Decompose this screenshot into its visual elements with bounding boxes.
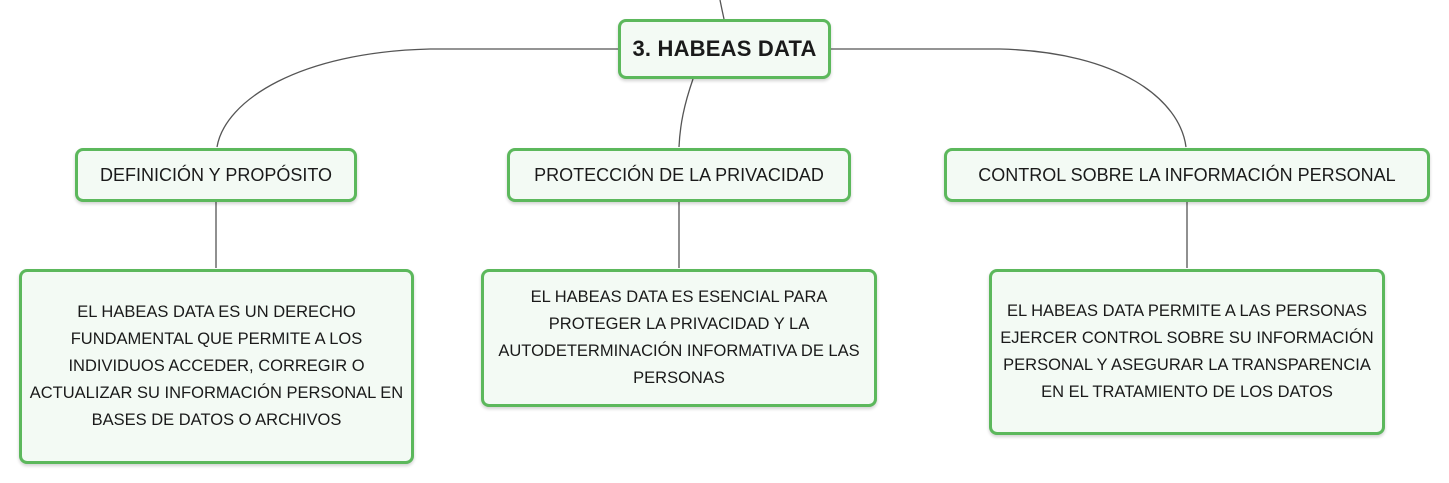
connector-root-to-definicion: [216, 48, 618, 148]
root-topic-label: 3. HABEAS DATA: [632, 36, 817, 61]
detail-node-definicion[interactable]: EL HABEAS DATA ES UN DERECHO FUNDAMENTAL…: [19, 269, 414, 464]
connector-parent-to-root: [719, 0, 725, 20]
branch-label-proteccion: PROTECCIÓN DE LA PRIVACIDAD: [534, 164, 824, 185]
branch-label-definicion: DEFINICIÓN Y PROPÓSITO: [99, 164, 333, 185]
connector-root-to-control: [831, 48, 1187, 148]
detail-text-control: EL HABEAS DATA PERMITE A LAS PERSONAS EJ…: [1000, 302, 1374, 401]
root-topic-node[interactable]: 3. HABEAS DATA: [618, 19, 831, 79]
detail-node-control[interactable]: EL HABEAS DATA PERMITE A LAS PERSONAS EJ…: [989, 269, 1385, 435]
branch-node-definicion[interactable]: DEFINICIÓN Y PROPÓSITO: [75, 148, 357, 202]
detail-node-proteccion[interactable]: EL HABEAS DATA ES ESENCIAL PARA PROTEGER…: [481, 269, 877, 407]
detail-text-definicion: EL HABEAS DATA ES UN DERECHO FUNDAMENTAL…: [29, 303, 404, 429]
detail-text-proteccion: EL HABEAS DATA ES ESENCIAL PARA PROTEGER…: [498, 288, 860, 387]
branch-node-proteccion[interactable]: PROTECCIÓN DE LA PRIVACIDAD: [507, 148, 851, 202]
branch-label-control: CONTROL SOBRE LA INFORMACIÓN PERSONAL: [978, 164, 1396, 185]
connector-root-to-proteccion: [678, 78, 694, 148]
branch-node-control[interactable]: CONTROL SOBRE LA INFORMACIÓN PERSONAL: [944, 148, 1430, 202]
